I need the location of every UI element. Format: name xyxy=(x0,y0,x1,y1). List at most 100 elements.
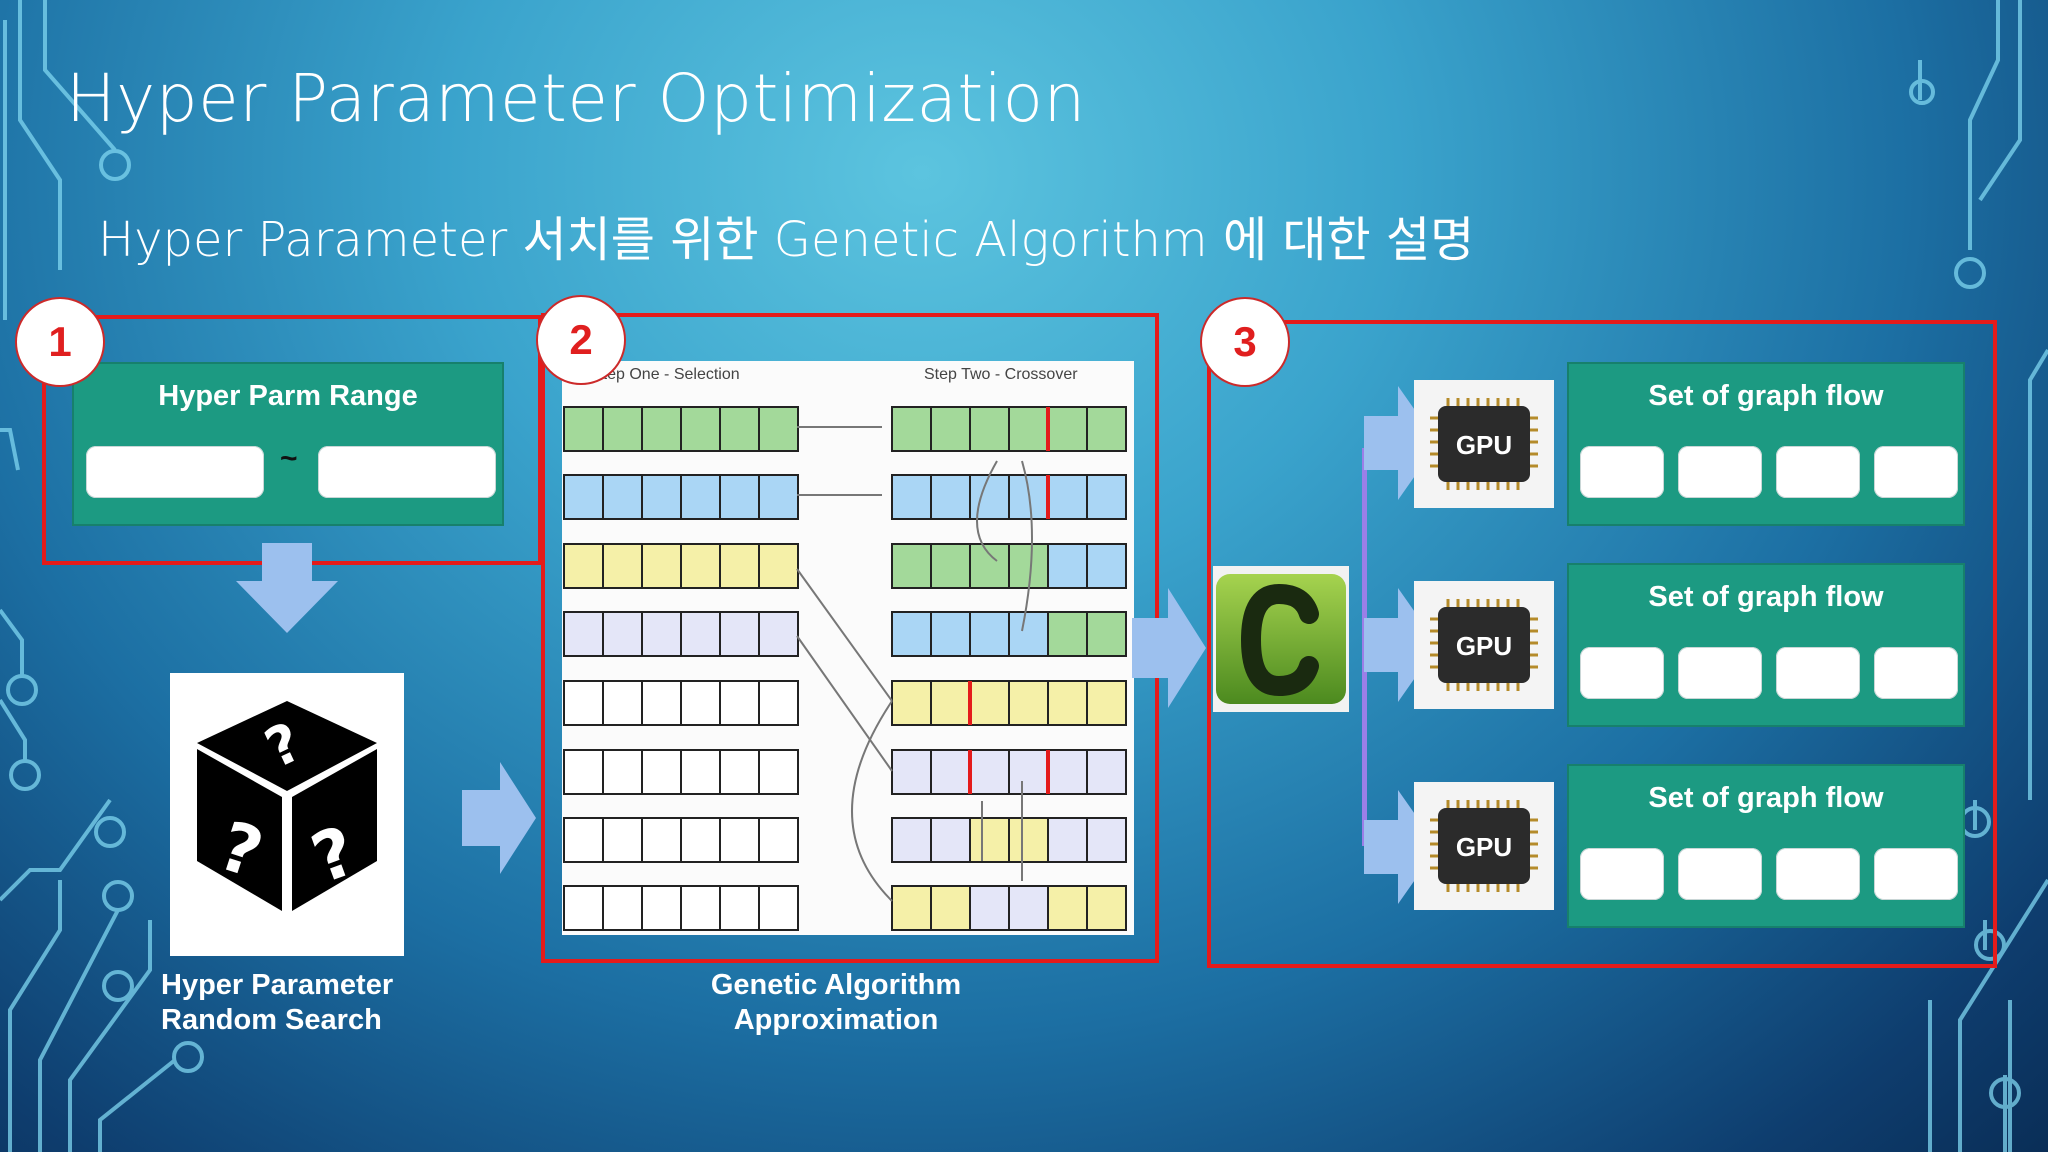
graph-flow-panel-3: Set of graph flow xyxy=(1567,764,1965,928)
selection-gene-cell xyxy=(758,474,799,520)
right-arrow-icon xyxy=(1132,588,1206,708)
random-search-caption: Hyper Parameter Random Search xyxy=(161,968,393,1038)
crossover-gene-cell xyxy=(930,680,971,726)
crossover-gene-cell xyxy=(1047,406,1088,452)
selection-gene-cell xyxy=(758,611,799,657)
crossover-gene-cell xyxy=(1008,817,1049,863)
selection-gene-cell xyxy=(602,406,643,452)
crossover-gene-cell xyxy=(1047,817,1088,863)
hyper-parm-range-panel: Hyper Parm Range ~ xyxy=(72,362,504,526)
graph-flow-panel-1: Set of graph flow xyxy=(1567,362,1965,526)
crossover-gene-cell xyxy=(969,543,1010,589)
gpu-icon: GPU xyxy=(1430,599,1538,691)
range-max-field[interactable] xyxy=(318,446,496,498)
genetic-caption: Genetic Algorithm Approximation xyxy=(706,968,966,1038)
selection-gene-cell xyxy=(758,817,799,863)
graph-flow-slot[interactable] xyxy=(1776,647,1860,699)
crossover-gene-cell xyxy=(930,406,971,452)
graph-flow-slot[interactable] xyxy=(1874,446,1958,498)
graph-flow-slot[interactable] xyxy=(1678,446,1762,498)
crossover-gene-cell xyxy=(891,474,932,520)
selection-gene-cell xyxy=(680,749,721,795)
selection-gene-cell xyxy=(680,817,721,863)
crossover-gene-cell xyxy=(930,611,971,657)
selection-gene-cell xyxy=(563,817,604,863)
graph-flow-slot[interactable] xyxy=(1874,647,1958,699)
step-3-badge: 3 xyxy=(1200,297,1290,387)
branch-arrow-icon xyxy=(1364,790,1438,904)
gpu-icon: GPU xyxy=(1430,398,1538,490)
genetic-caption-line2: Approximation xyxy=(733,1004,939,1036)
selection-gene-cell xyxy=(563,749,604,795)
graph-flow-slot[interactable] xyxy=(1776,848,1860,900)
selection-gene-cell xyxy=(563,406,604,452)
selection-gene-cell xyxy=(719,885,760,931)
selection-gene-cell xyxy=(680,885,721,931)
crossover-gene-cell xyxy=(1047,749,1088,795)
range-min-field[interactable] xyxy=(86,446,264,498)
crossover-gene-cell xyxy=(1086,611,1127,657)
crossover-gene-cell xyxy=(930,543,971,589)
selection-gene-cell xyxy=(641,680,682,726)
selection-gene-cell xyxy=(680,680,721,726)
selection-gene-cell xyxy=(602,817,643,863)
selection-gene-cell xyxy=(563,474,604,520)
selection-gene-cell xyxy=(719,611,760,657)
crossover-gene-cell xyxy=(1008,680,1049,726)
dice-question-icon: ? ? ? xyxy=(197,701,377,911)
range-separator: ~ xyxy=(280,442,298,475)
crossover-gene-cell xyxy=(969,406,1010,452)
page-title: Hyper Parameter Optimization xyxy=(66,60,1086,137)
branch-arrow-icon xyxy=(1364,386,1438,500)
graph-flow-slot[interactable] xyxy=(1776,446,1860,498)
crossover-gene-cell xyxy=(969,611,1010,657)
graph-flow-slot[interactable] xyxy=(1580,848,1664,900)
graph-flow-slot[interactable] xyxy=(1874,848,1958,900)
selection-gene-cell xyxy=(758,680,799,726)
step-one-label: Step One - Selection xyxy=(592,366,740,383)
graph-flow-slot[interactable] xyxy=(1678,848,1762,900)
crossover-gene-cell xyxy=(1008,749,1049,795)
selection-gene-cell xyxy=(719,543,760,589)
gpu-chip-3: GPU xyxy=(1414,782,1554,910)
branch-arrow-icon xyxy=(1364,588,1438,702)
crossover-gene-cell xyxy=(891,749,932,795)
selection-gene-cell xyxy=(641,543,682,589)
down-arrow-icon xyxy=(236,543,338,633)
graph-flow-slot[interactable] xyxy=(1580,446,1664,498)
graph-flow-slot[interactable] xyxy=(1580,647,1664,699)
selection-gene-cell xyxy=(563,543,604,589)
step-2-badge: 2 xyxy=(536,295,626,385)
crossover-gene-cell xyxy=(969,680,1010,726)
selection-gene-cell xyxy=(602,543,643,589)
selection-gene-cell xyxy=(563,885,604,931)
crossover-gene-cell xyxy=(1008,406,1049,452)
selection-gene-cell xyxy=(758,885,799,931)
c-language-logo xyxy=(1213,566,1349,712)
graph-flow-slot[interactable] xyxy=(1678,647,1762,699)
crossover-gene-cell xyxy=(930,885,971,931)
crossover-gene-cell xyxy=(1047,885,1088,931)
selection-gene-cell xyxy=(680,611,721,657)
genetic-caption-line1: Genetic Algorithm xyxy=(710,969,962,1001)
crossover-gene-cell xyxy=(1008,543,1049,589)
graph-flow-panel-2: Set of graph flow xyxy=(1567,563,1965,727)
crossover-gene-cell xyxy=(891,885,932,931)
selection-gene-cell xyxy=(563,680,604,726)
selection-gene-cell xyxy=(758,749,799,795)
crossover-gene-cell xyxy=(1047,680,1088,726)
crossover-gene-cell xyxy=(891,817,932,863)
selection-gene-cell xyxy=(680,543,721,589)
gpu-icon: GPU xyxy=(1430,800,1538,892)
gpu-label: GPU xyxy=(1456,832,1512,862)
selection-gene-cell xyxy=(602,611,643,657)
crossover-gene-cell xyxy=(1086,543,1127,589)
selection-gene-cell xyxy=(641,611,682,657)
crossover-gene-cell xyxy=(1086,749,1127,795)
right-arrow-icon xyxy=(462,762,536,874)
crossover-gene-cell xyxy=(891,543,932,589)
crossover-gene-cell xyxy=(1086,817,1127,863)
selection-gene-cell xyxy=(602,474,643,520)
selection-gene-cell xyxy=(719,749,760,795)
selection-gene-cell xyxy=(641,406,682,452)
